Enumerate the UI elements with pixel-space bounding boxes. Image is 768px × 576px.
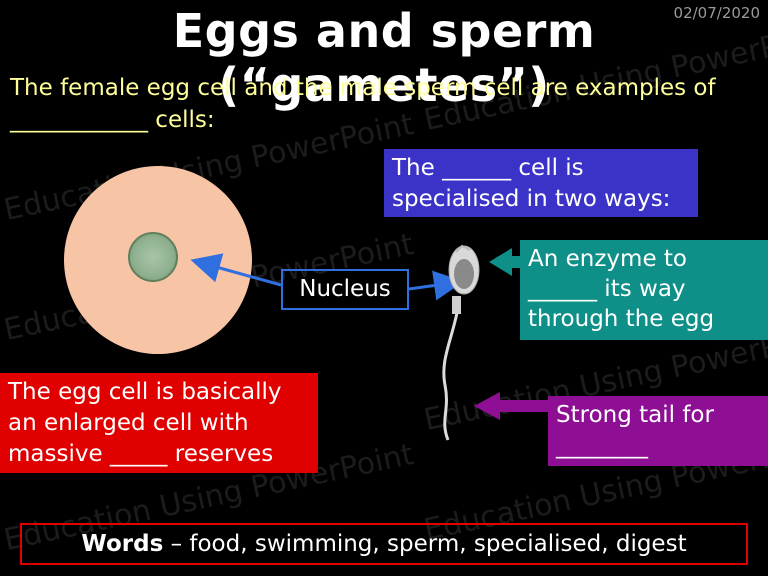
tail-box: Strong tail for ________ — [548, 396, 768, 466]
word-bank-list: – food, swimming, sperm, specialised, di… — [163, 531, 687, 557]
egg-nucleus-image — [128, 232, 178, 282]
slide-title: Eggs and sperm (“gametes”) — [172, 4, 596, 112]
egg-reserves-box: The egg cell is basically an enlarged ce… — [0, 373, 318, 473]
nucleus-label: Nucleus — [281, 269, 409, 310]
sperm-specialised-box: The ______ cell is specialised in two wa… — [384, 149, 698, 217]
teal-arrow — [489, 248, 522, 276]
arrow-to-sperm-nucleus — [408, 270, 464, 301]
purple-arrow — [474, 392, 550, 420]
slide-date: 02/07/2020 — [673, 4, 760, 22]
arrow-to-egg-nucleus — [190, 253, 282, 287]
sperm-tail — [442, 307, 460, 441]
sperm-midpiece — [452, 296, 461, 314]
word-bank: Words – food, swimming, sperm, specialis… — [20, 523, 748, 565]
word-bank-label: Words — [81, 531, 164, 557]
sperm-nucleus — [454, 259, 474, 289]
intro-text: The female egg cell and the male sperm c… — [10, 75, 716, 133]
enzyme-box: An enzyme to ______ its way through the … — [520, 240, 768, 340]
